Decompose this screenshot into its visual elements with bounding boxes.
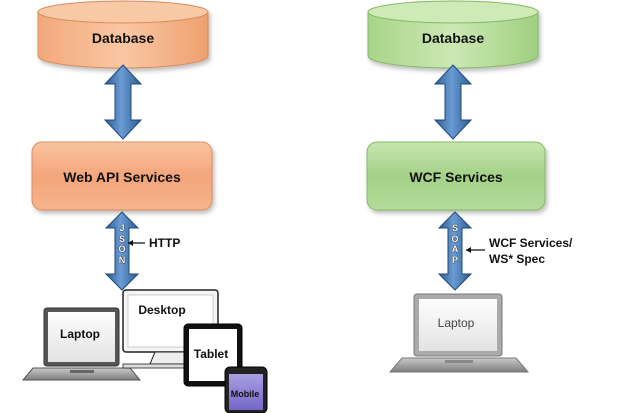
left-laptop-icon [21, 307, 142, 381]
vertical-letter: J [119, 223, 125, 233]
wcf-ws-spec-label: WCF Services/ WS* Spec [489, 235, 572, 267]
vertical-letter: P [451, 254, 458, 265]
vertical-letter: O [118, 244, 126, 254]
vertical-letter: S [118, 233, 125, 244]
tablet-label: Tablet [193, 347, 229, 361]
tablet-icon [183, 323, 243, 387]
right-db-service-arrow [433, 64, 473, 140]
http-pointer-arrow [128, 240, 145, 246]
json-arrow [104, 211, 140, 291]
left-db-service-arrow [103, 64, 143, 140]
wcf-spec-line1: WCF Services/ [489, 236, 573, 250]
wcf-services-box [366, 141, 546, 211]
wcf-services-label: WCF Services [409, 169, 503, 185]
vertical-letter: A [451, 244, 459, 254]
desktop-label: Desktop [138, 303, 186, 317]
vertical-letter: O [451, 233, 459, 244]
wcf-spec-line2: WS* Spec [489, 252, 546, 266]
left-laptop-label: Laptop [60, 327, 100, 341]
vertical-letter: N [118, 254, 126, 265]
right-database-cylinder [367, 0, 539, 69]
vertical-letter: S [451, 223, 458, 233]
web-api-services-box [31, 141, 213, 211]
left-database-cylinder [37, 0, 209, 69]
mobile-icon [224, 366, 268, 413]
mobile-label: Mobile [230, 389, 260, 399]
wcf-spec-pointer-arrow [466, 247, 485, 253]
right-laptop-label: Laptop [437, 316, 475, 330]
http-protocol-label: HTTP [149, 236, 181, 250]
right-laptop-icon [388, 293, 530, 373]
left-database-label: Database [91, 30, 155, 46]
soap-arrow [437, 211, 473, 291]
web-api-services-label: Web API Services [63, 169, 181, 185]
right-database-label: Database [421, 30, 485, 46]
